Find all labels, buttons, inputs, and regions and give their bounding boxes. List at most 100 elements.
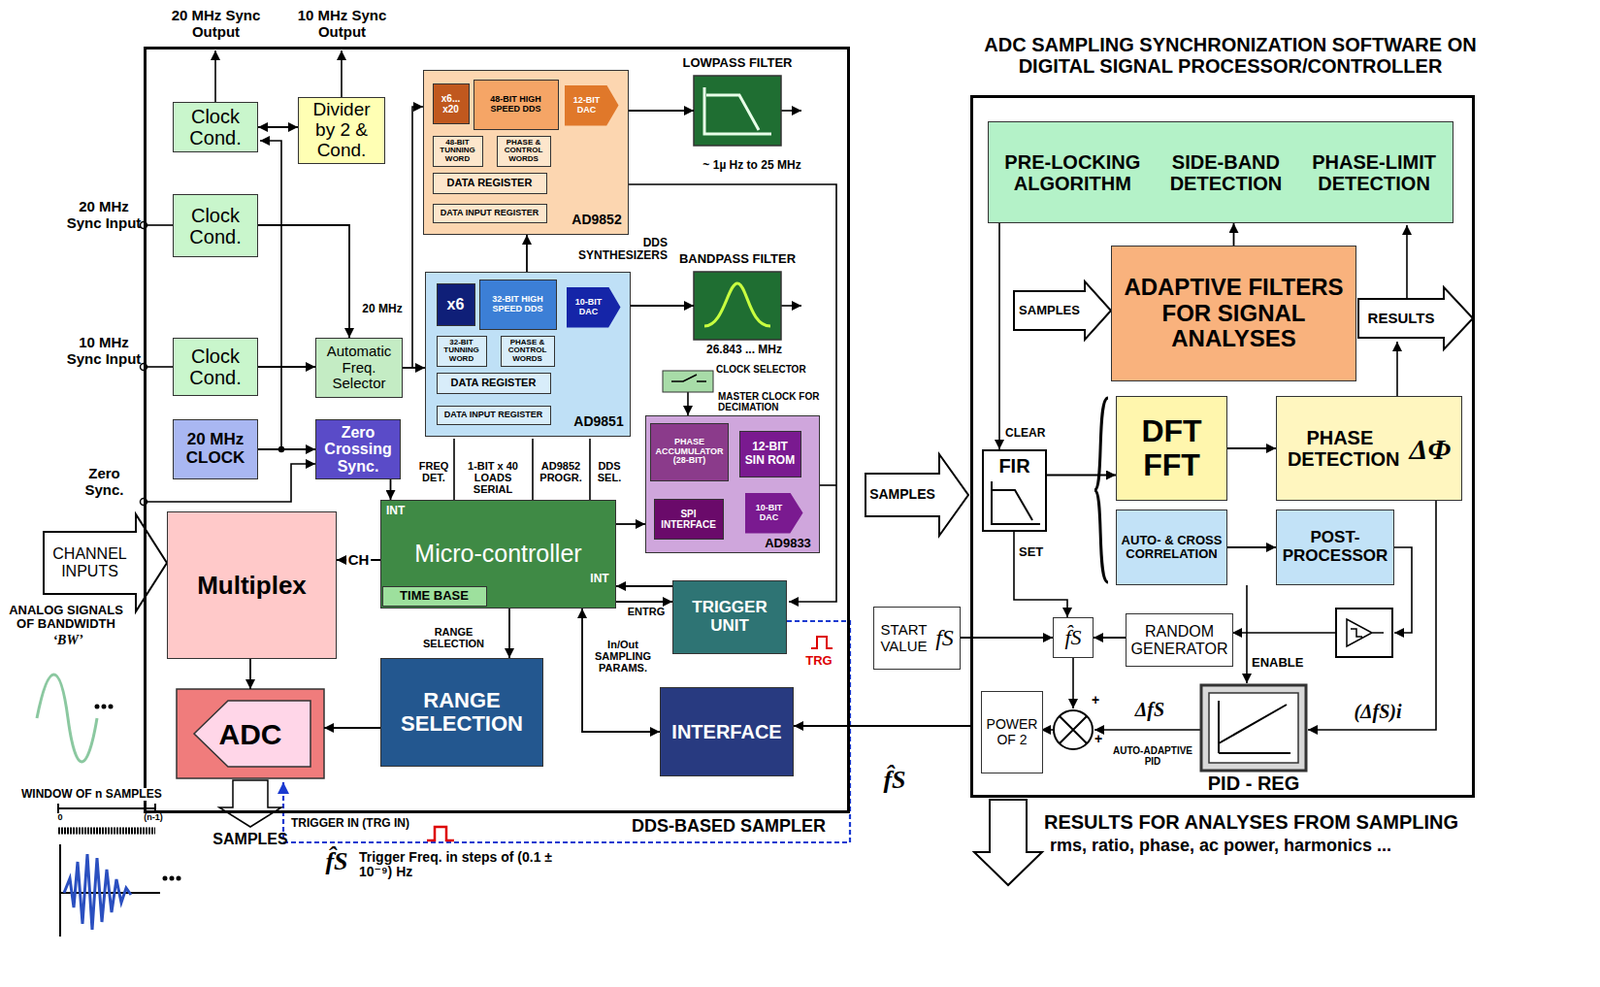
wire [453,438,456,500]
process-box: 20 MHz CLOCK [172,419,259,480]
process-box: SPI INTERFACE [653,498,724,540]
filter-symbol [704,283,771,327]
node-text: x6... x20 [435,93,467,115]
node-text: FIR [983,455,1045,477]
signal-waveform [36,674,161,937]
annotation-label: SAMPLES [192,830,309,849]
annotation-label: AD9852 PROGR. [535,459,587,484]
annotation-label: (ΔfS)i [1338,700,1417,722]
block-arrow-shape [1358,287,1473,350]
process-box: Divider by 2 & Cond. [297,97,386,164]
signal-waveform [58,827,156,835]
process-box: RANDOM GENERATOR [1125,613,1234,667]
process-box: Clock Cond. [172,337,259,396]
wire [1094,728,1202,731]
annotation-label: INT [386,504,416,518]
continuation-dots [101,704,107,710]
wire [819,484,837,487]
wire [998,223,1001,450]
process-box: DATA INPUT REGISTER [436,405,552,425]
node-text: x6 [447,295,465,314]
node-text: ΔΦ [1409,432,1451,465]
wire [412,106,424,368]
node-text: SAMPLES [1018,303,1080,318]
node-text: 12-BIT SIN ROM [742,440,799,466]
chip-panel: PHASE ACCUMULATOR (28-BIT) 12-BIT SIN ROM… [645,415,820,554]
process-box: f̂S [1052,617,1094,658]
annotation-label: 10 MHz Sync Output [286,7,398,40]
continuation-dots [108,704,114,710]
annotation-label: INT [586,572,614,586]
wire [781,109,802,112]
adc-block: ADC [176,688,325,779]
filter-symbol [693,75,782,146]
signal-waveform [58,803,156,814]
connector [258,365,316,368]
annotation-label: Trigger Freq. in steps of (0.1 ± 10⁻⁹) H… [359,849,583,881]
process-box: TRIGGER UNIT [672,580,787,654]
wire [1232,631,1337,634]
node-text: 32-BIT TUNNING WORD [439,338,485,364]
process-box: ADAPTIVE FILTERS FOR SIGNAL ANALYSES [1110,245,1357,382]
wire [1072,657,1075,709]
node-text: 12-BIT DAC [566,96,608,116]
wire [143,365,173,368]
process-box: DATA REGISTER [432,172,548,195]
node-text: INTERFACE [671,720,782,743]
filter-block: BANDPASS FILTER [693,271,782,340]
node-text: TIME BASE [399,588,469,603]
node-text: BANDPASS FILTER [664,252,811,266]
filter-symbol [693,271,782,340]
annotation-label: RANGE SELECTION [407,625,500,650]
node-text: 10-BIT DAC [568,297,610,318]
wire [1041,728,1054,731]
node-text: POWER OF 2 [983,717,1041,748]
annotation-label: SET [1018,545,1048,559]
node-text: TRIGGER UNIT [675,598,784,635]
wire [1094,397,1109,583]
wire [340,50,343,98]
annotation-label: RESULTS FOR ANALYSES FROM SAMPLING [1044,811,1568,833]
annotation-label: In/Out SAMPLING PARAMS. [587,638,658,674]
annotation-label: Zero Sync. [67,465,141,498]
node-text: DDS-BASED SAMPLER [602,816,855,837]
node-text: LOWPASS FILTER [664,56,811,70]
node-text: RESULTS [1368,310,1436,327]
process-box: PHASE ACCUMULATOR (28-BIT) [650,423,729,482]
node-text: START VALUE [880,621,928,654]
node-text: Multiplex [196,571,307,600]
filter-symbol [671,374,707,382]
dac-block: 12-BIT DAC [564,85,620,127]
adc-symbol [176,688,325,779]
node-text: Clock Cond. [175,105,256,149]
block-arrow-shape [865,454,969,536]
node-text: DATA REGISTER [451,376,537,389]
process-box: INTERFACE [659,686,794,777]
node-text: AD9851 [569,414,628,429]
connector [525,234,528,272]
node-text: DATA INPUT REGISTER [444,410,543,421]
process-box: Multiplex [166,511,337,659]
connector [1093,636,1126,639]
node-text: SPI INTERFACE [656,508,721,530]
connector [402,366,425,369]
annotation-label: ENTRG [622,605,670,618]
connector [258,225,350,338]
annotation-label: WINDOW OF n SAMPLES [21,787,187,801]
annotation-label: DDS SEL. [592,459,626,484]
block-arrow: SAMPLES [865,473,940,517]
annotation-label: + [1088,692,1103,708]
annotation-label: CLOCK SELECTOR [716,363,828,375]
process-box: DATA REGISTER [436,372,552,394]
dac-block: 10-BIT DAC [745,492,804,534]
signal-waveform [36,674,98,762]
annotation-label: ΔfS [1125,698,1175,720]
node-text: ADAPTIVE FILTERS FOR SIGNAL ANALYSES [1113,274,1354,352]
annotation-label: f̂S [322,848,352,877]
node-text: PHASE DETECTION [1287,426,1393,470]
annotation-label: 26.843 ... MHz [690,343,798,357]
pid-symbol [1346,619,1384,647]
connector [390,479,392,500]
block-arrow-shape [974,799,1043,885]
wire [214,50,217,102]
